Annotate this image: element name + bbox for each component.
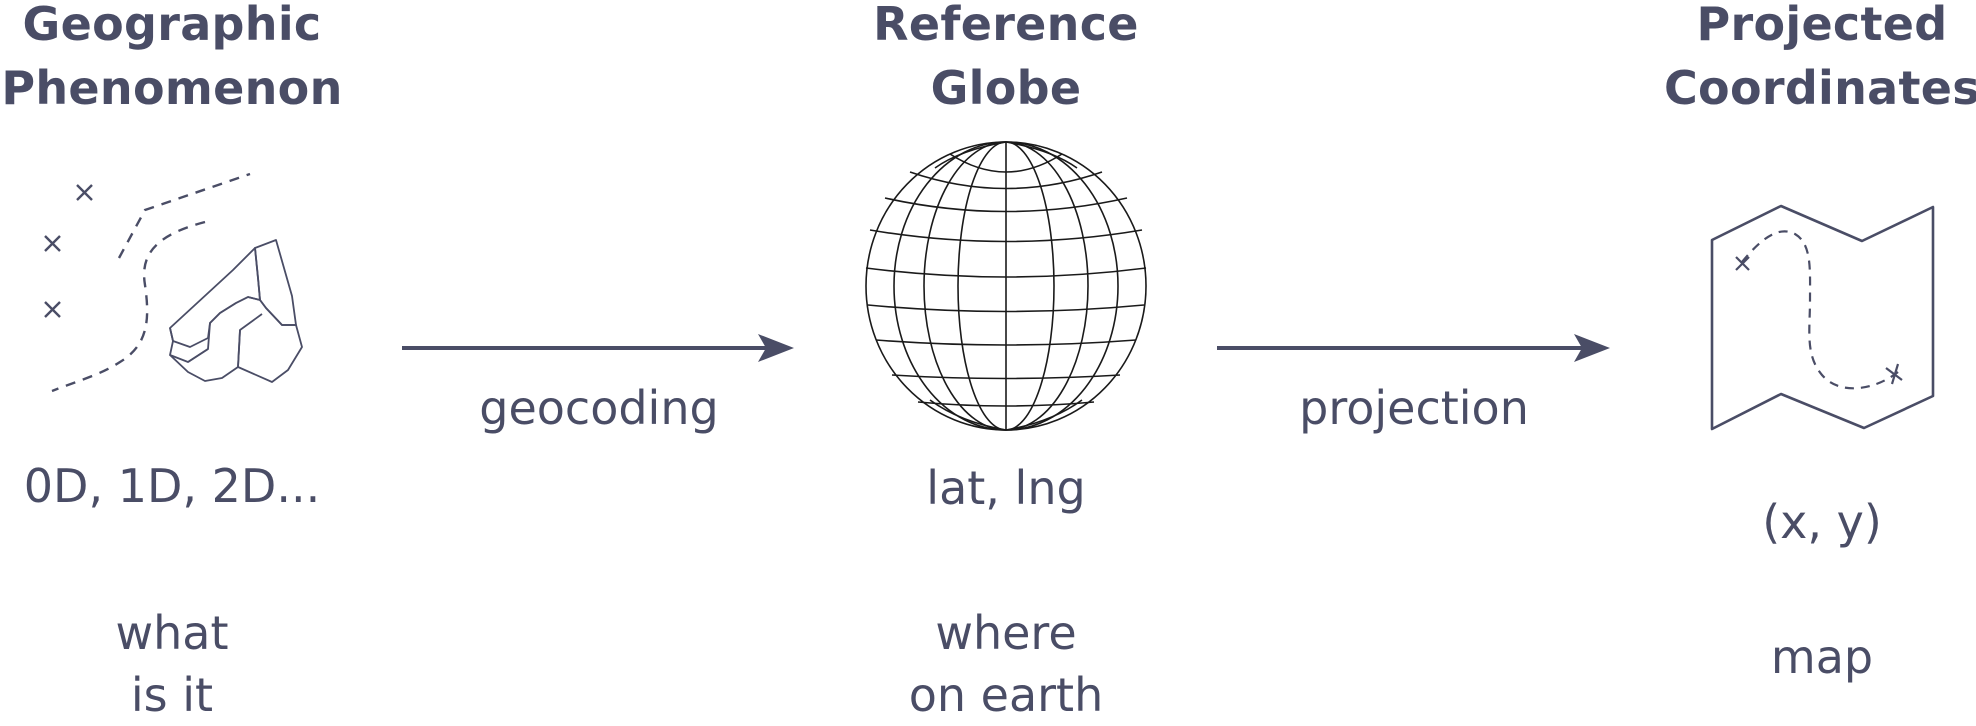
dashed-line-icon [51,220,206,393]
column-description: map [1632,626,1976,688]
title-line-2: Phenomenon [1,61,343,115]
point-cross-icon [76,184,93,201]
desc-line-1: where [935,606,1077,660]
desc-line-1: map [1770,630,1874,684]
column-description: what is it [0,602,362,726]
point-cross-icon [44,301,61,318]
title-line-1: Reference [873,0,1139,51]
arrow-label-geocoding: geocoding [479,381,719,435]
title-line-2: Globe [930,61,1082,115]
dimension-label: 0D, 1D, 2D... [23,459,321,513]
dashed-line-icon [117,172,251,259]
title-line-1: Projected [1696,0,1948,51]
polygons-icon [169,239,303,383]
right-arrow-icon [402,334,794,362]
column-description: where on earth [816,602,1196,726]
end-cross-icon [1885,363,1903,385]
xy-label: (x, y) [1762,495,1882,549]
point-cross-icon [44,235,61,252]
right-arrow-icon [1217,334,1610,362]
globe-icon [865,141,1147,431]
desc-line-1: what [115,606,229,660]
folded-map-icon [1710,204,1935,431]
title-line-2: Coordinates [1663,61,1976,115]
geographic-shapes-icon [44,172,303,393]
title-line-1: Geographic [22,0,322,51]
desc-line-2: is it [130,668,214,722]
column-title: Geographic Phenomenon [0,0,362,120]
column-title: Projected Coordinates [1632,0,1976,120]
start-cross-icon [1735,256,1750,271]
arrow-label-projection: projection [1299,381,1529,435]
coordinates-label: lat, lng [926,461,1086,515]
desc-line-2: on earth [908,668,1104,722]
column-title: Reference Globe [816,0,1196,120]
